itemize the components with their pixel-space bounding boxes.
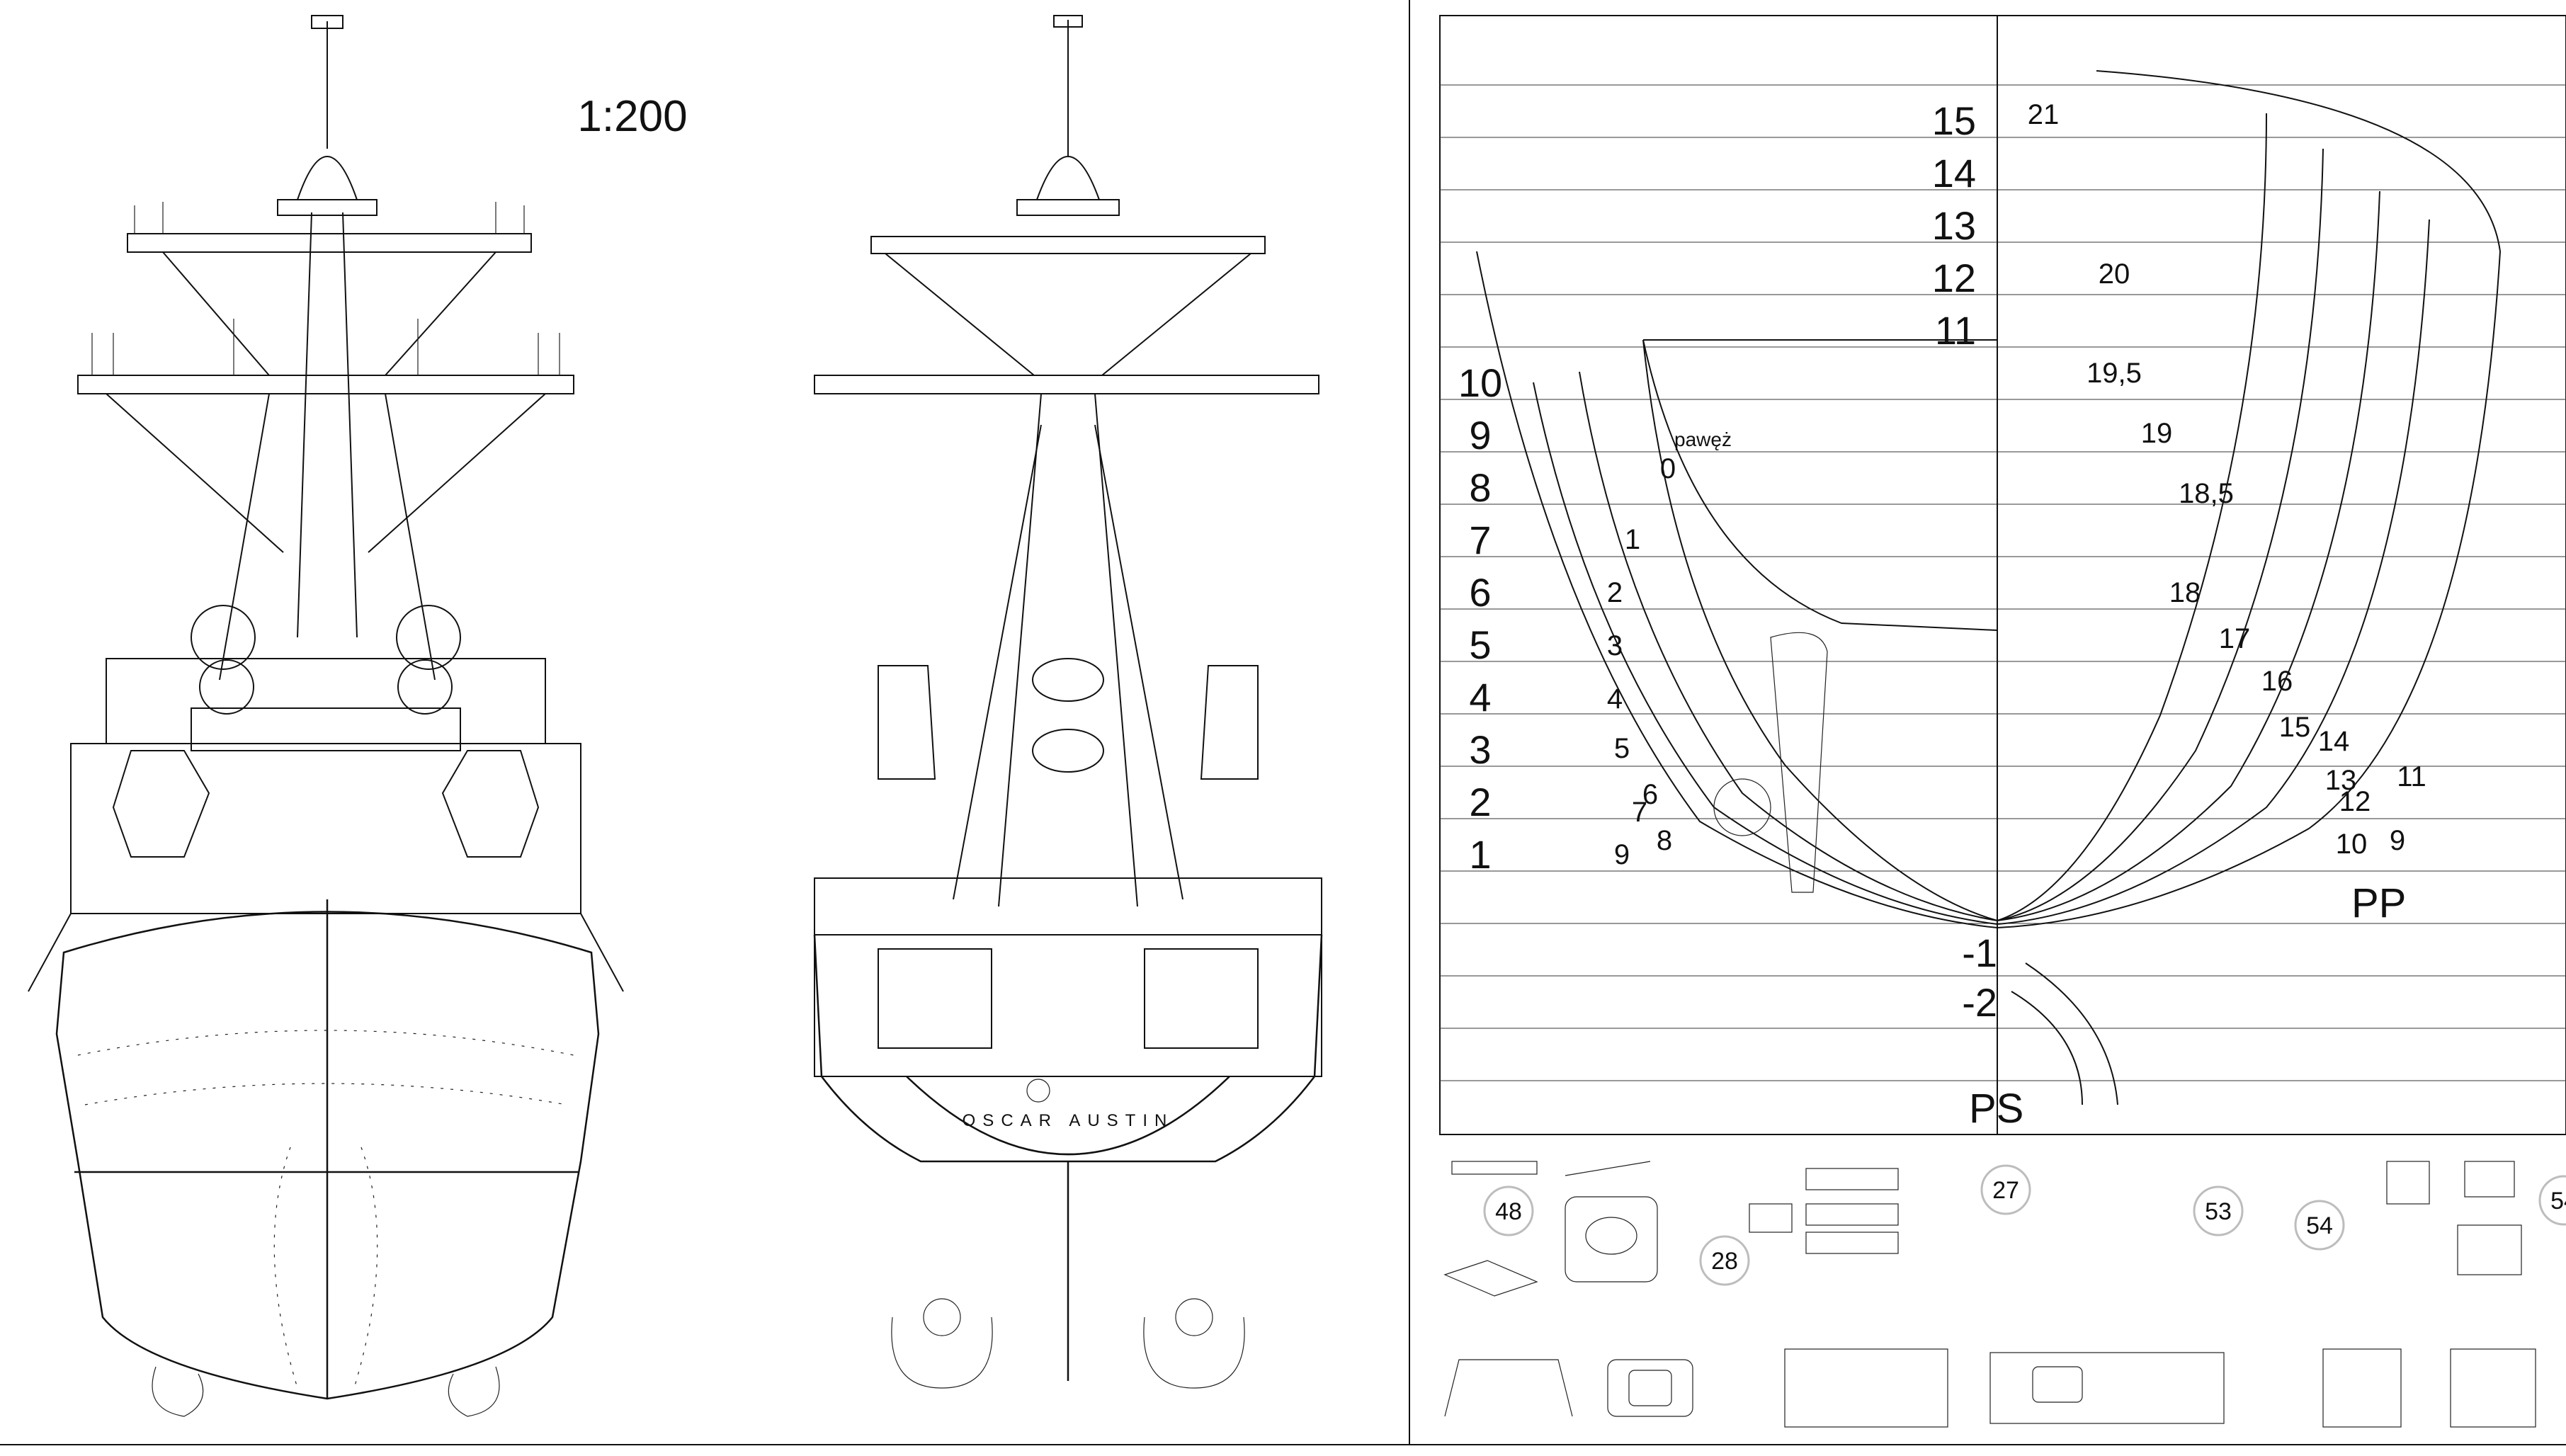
station-label: 0 — [1660, 453, 1676, 484]
waterline-label: 14 — [1932, 151, 1976, 195]
waterline-label: 10 — [1458, 360, 1502, 405]
perpendicular-fwd-label: PP — [2351, 880, 2406, 926]
scale-label: 1:200 — [577, 92, 687, 141]
parts-sheet: 48 28 27 53 54 54 — [1443, 1161, 2566, 1428]
waterline-label: 5 — [1469, 622, 1491, 667]
station-label: 15 — [2279, 712, 2311, 743]
station-label: 14 — [2318, 726, 2350, 757]
waterline-label: -2 — [1962, 980, 1997, 1025]
stern-nameplate: OSCAR AUSTIN — [963, 1111, 1174, 1130]
part-number-label: 48 — [1495, 1198, 1522, 1225]
station-label: 12 — [2339, 786, 2371, 817]
perpendicular-aft-label: PS — [1969, 1086, 2023, 1132]
station-label: 18,5 — [2179, 478, 2234, 509]
station-label: 6 — [1642, 779, 1658, 810]
waterline-label: 15 — [1932, 98, 1976, 143]
waterline-label: 2 — [1469, 780, 1491, 824]
station-label: 10 — [2336, 829, 2368, 860]
bow-elevation-view — [28, 15, 624, 1417]
waterline-label: 11 — [1935, 308, 1976, 353]
station-label: 18 — [2169, 577, 2201, 608]
waterline-label: 7 — [1469, 518, 1491, 562]
waterline-label: 8 — [1469, 465, 1491, 510]
waterline-label: 4 — [1469, 675, 1491, 720]
part-number-label: 53 — [2205, 1198, 2232, 1225]
transom-label: pawęż — [1674, 428, 1732, 450]
waterline-label: 9 — [1469, 413, 1491, 457]
station-label: 3 — [1607, 630, 1623, 661]
station-label: 17 — [2219, 623, 2251, 654]
station-label: 19,5 — [2087, 358, 2142, 389]
part-badge-circle — [1699, 1235, 1750, 1286]
waterline-label: 12 — [1932, 256, 1976, 300]
part-badge-circle — [2538, 1175, 2566, 1226]
part-badge-circle — [1483, 1185, 1534, 1236]
waterline-label: -1 — [1962, 931, 1997, 975]
station-label: 1 — [1625, 524, 1640, 555]
station-label: 19 — [2141, 418, 2173, 449]
waterline-label: 1 — [1469, 832, 1491, 877]
station-label: 20 — [2099, 258, 2130, 290]
waterline-label: 13 — [1932, 203, 1976, 248]
waterline-label: 3 — [1469, 727, 1491, 772]
station-label: 8 — [1657, 825, 1672, 856]
part-badge-circle — [1980, 1164, 2031, 1215]
station-label: 11 — [2397, 761, 2426, 792]
station-label: 16 — [2261, 666, 2293, 697]
station-label: 5 — [1614, 733, 1630, 764]
station-label: 9 — [1614, 839, 1630, 870]
part-number-label: 54 — [2550, 1188, 2566, 1215]
station-label: 2 — [1607, 577, 1623, 608]
station-label: 4 — [1607, 683, 1623, 715]
part-badge-circle — [2294, 1200, 2345, 1251]
station-label: 21 — [2028, 99, 2060, 130]
station-label: 9 — [2390, 825, 2405, 856]
part-number-label: 54 — [2306, 1212, 2333, 1239]
part-number-label: 28 — [1711, 1248, 1738, 1275]
station-label: 13 — [2325, 765, 2357, 796]
waterline-label: 6 — [1469, 570, 1491, 615]
stern-elevation-view: OSCAR AUSTIN — [813, 15, 1323, 1389]
part-number-label: 27 — [1992, 1177, 2019, 1204]
station-label: 7 — [1632, 797, 1647, 828]
part-badge-circle — [2193, 1185, 2244, 1236]
body-plan — [1439, 15, 2566, 1135]
